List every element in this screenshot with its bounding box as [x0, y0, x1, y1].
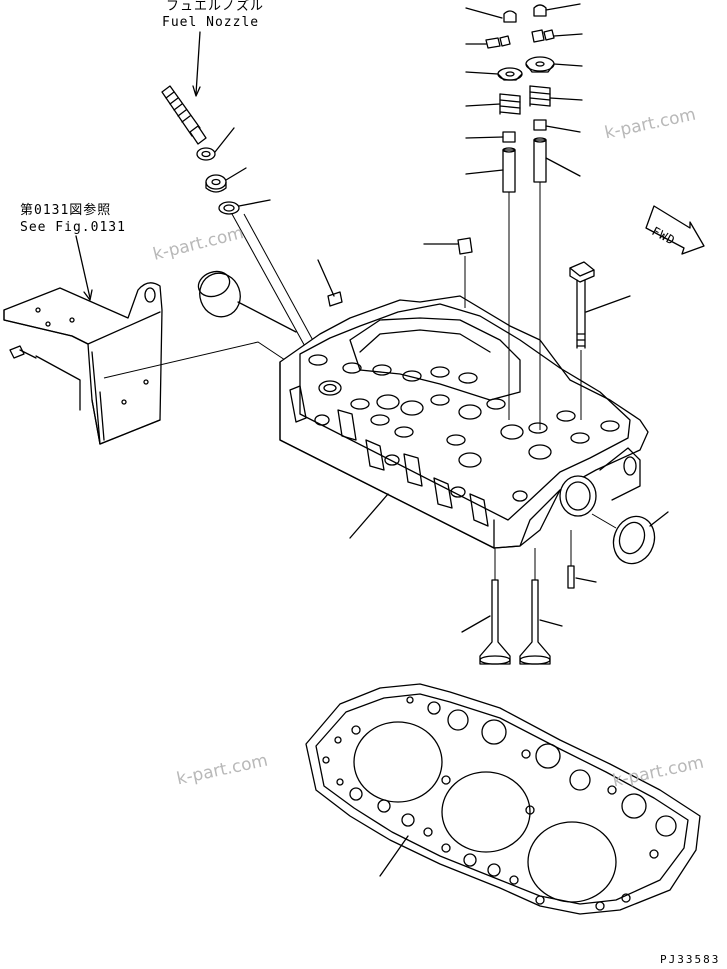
exhaust-valve [519, 548, 563, 665]
lifting-bracket [3, 282, 163, 445]
see-fig-label-en: See Fig.0131 [20, 220, 126, 235]
drawing-code: PJ33583 [660, 953, 721, 966]
head-plug-bolt [317, 259, 343, 307]
valve-seal-left [465, 131, 516, 143]
spring-retainer-left [465, 67, 523, 81]
see-fig-leader [75, 235, 91, 299]
head-bolt [569, 261, 631, 420]
expansion-plug [197, 270, 297, 333]
valve-cap-right [533, 3, 581, 17]
valve-spring-left [465, 93, 521, 115]
bracket-bolt [9, 345, 81, 411]
fuel-nozzle-label-jp: フュエルノズル [166, 0, 265, 14]
see-fig-label-jp: 第0131図参照 [20, 203, 112, 218]
nozzle-gasket [218, 199, 271, 215]
valve-guide-right [533, 137, 581, 183]
locating-pin [567, 530, 597, 589]
fwd-arrow-icon [645, 205, 705, 255]
fuel-nozzle-leader [195, 31, 201, 95]
head-leader [349, 493, 389, 539]
valve-seal-right [533, 119, 581, 133]
nozzle-seat [205, 167, 247, 193]
fuel-nozzle-label-en: Fuel Nozzle [162, 15, 260, 30]
spring-retainer-right [525, 56, 583, 73]
valve-spring-right [529, 85, 583, 107]
valve-collet-left [465, 35, 511, 49]
gasket-leader [379, 835, 409, 877]
valve-guide-left [465, 147, 516, 193]
intake-valve [461, 548, 511, 665]
head-gasket [305, 683, 701, 915]
front-seal [591, 511, 669, 565]
nozzle-washer [196, 127, 235, 161]
cylinder-head [279, 295, 649, 549]
valve-cap-left [465, 7, 517, 23]
valve-collet-right [531, 29, 583, 43]
dowel-pin [423, 237, 473, 308]
fuel-nozzle [161, 85, 207, 145]
